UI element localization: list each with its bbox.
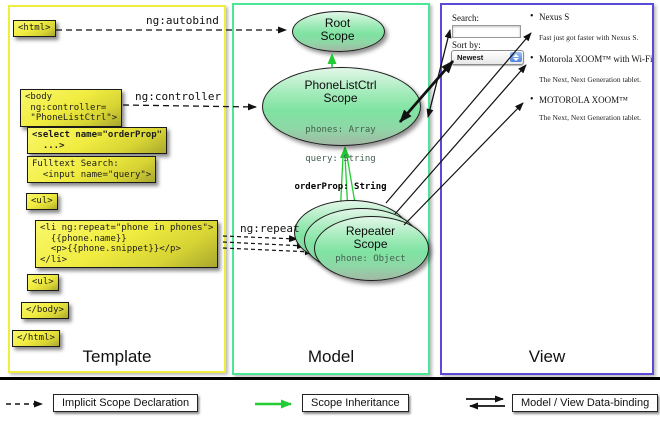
scope-prop: query: String [305,153,376,164]
root-scope-ellipse [292,11,385,52]
phone-item-title: Motorola XOOM™ with Wi-Fi [530,53,653,64]
phonelist-scope-text: PhoneListCtrl Scope phones: Array query:… [262,79,419,212]
code-line: <body [25,92,53,102]
search-label: Search: [452,13,479,23]
code-line: <html> [18,23,51,33]
legend-double-arrow [466,395,505,410]
code-line: <p>{{phone.snippet}}</p> [40,244,181,254]
scope-type: Scope [353,237,388,251]
code-box-html-open: <html> [13,20,56,37]
root-scope-text: Root Scope [292,17,383,43]
scope-prop: phone: Object [335,254,406,264]
directive-label-autobind: ng:autobind [146,14,219,27]
code-box-select: <select name="orderProp" ...> [27,127,168,154]
scope-prop: orderProp: String [294,182,387,192]
phone-item-snippet: Fast just got faster with Nexus S. [539,33,639,42]
directive-label-controller: ng:controller [135,90,222,103]
code-line: ...> [32,140,65,151]
repeater-scope-text: Repeater Scope phone: Object [314,225,427,265]
legend-divider [0,377,660,380]
phone-item-snippet: The Next, Next Generation tablet. [539,75,642,84]
column-label-template: Template [82,347,152,366]
scope-type: Scope [323,91,358,105]
phone-item-title: MOTOROLA XOOM™ [530,94,628,105]
sort-dropdown-value: Newest [457,53,484,62]
sortby-label: Sort by: [452,40,481,50]
phone-item-snippet: The Next, Next Generation tablet. [539,113,642,122]
code-line: <input name="query"> [32,169,152,180]
scope-prop: phones: Array [305,125,376,135]
code-line: </html> [17,333,55,343]
legend-item-implicit-scope: Implicit Scope Declaration [53,394,199,412]
scope-name: PhoneListCtrl [304,78,377,92]
code-line: "PhoneListCtrl"> [25,113,118,123]
scope-type: Scope [320,29,355,43]
code-box-ul-close: <ul> [27,274,59,291]
directive-label-repeat: ng:repeat [240,222,300,235]
code-line: ng:controller= [25,102,107,113]
code-line: <ul> [31,196,53,206]
code-line: </body> [26,305,64,315]
code-line: <select name="orderProp" [32,130,163,140]
legend-item-scope-inheritance: Scope Inheritance [302,394,409,412]
code-box-li-repeat: <li ng:repeat="phone in phones"> {{phone… [35,220,219,268]
search-input[interactable] [452,25,521,38]
code-line: Fulltext Search: [32,159,119,169]
dropdown-stepper-icon [510,52,522,62]
code-box-body-open: <body ng:controller= "PhoneListCtrl"> [20,89,123,127]
code-line: <ul> [32,277,54,287]
code-box-fulltext-search: Fulltext Search: <input name="query"> [27,156,157,183]
scope-props: phones: Array query: String orderProp: S… [262,107,419,212]
sort-dropdown[interactable]: Newest [451,50,524,65]
code-line: {{phone.name}} [40,233,127,244]
scope-name: Root [324,16,351,30]
legend-item-data-binding: Model / View Data-binding [512,394,659,412]
template-column-frame [8,5,226,373]
repeater-scope-ellipse-front [314,216,429,281]
column-label-model: Model [307,347,355,366]
code-box-ul-open: <ul> [26,193,58,210]
code-box-html-close: </html> [12,330,60,347]
code-line: </li> [40,254,68,265]
column-label-view: View [528,347,566,366]
scope-name: Repeater [345,224,396,238]
code-box-body-close: </body> [21,302,69,319]
code-line: <li ng:repeat="phone in phones"> [40,223,214,233]
phone-item-title: Nexus S [530,11,569,22]
